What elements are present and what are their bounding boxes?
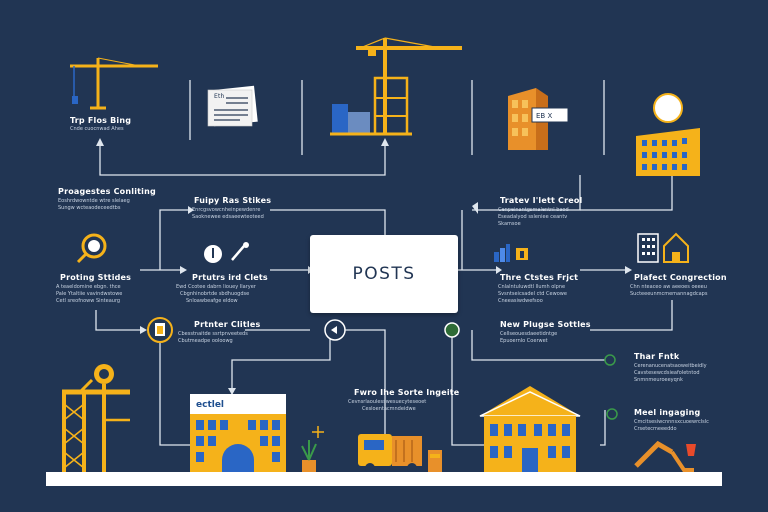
crane-top-left-icon bbox=[70, 57, 158, 110]
civic-building-icon bbox=[479, 386, 581, 474]
dump-truck-icon bbox=[358, 434, 442, 473]
magnifier-icon bbox=[76, 233, 107, 264]
node-title: Prtnter Clitles bbox=[194, 320, 261, 329]
orange-building-icon: EB X bbox=[508, 88, 569, 150]
plant-icon bbox=[301, 426, 324, 474]
node-title: Prtutrs ird Clets bbox=[192, 273, 268, 282]
node-description: A teaeldomine ebgn. thce bbox=[56, 284, 121, 290]
document-label: Eth bbox=[214, 93, 225, 100]
posts-center-box[interactable]: POSTS bbox=[310, 235, 458, 313]
node-description: Cellseouesdaeetidntge bbox=[500, 331, 558, 337]
connector-node-icon bbox=[324, 319, 460, 341]
node-description: Cnlalntuluwdtl Ilumh olpne bbox=[498, 284, 566, 290]
node-description: Cbesstnaitde ssrtpnveeteds bbox=[178, 331, 248, 337]
node-description: Skamsoe bbox=[498, 221, 521, 227]
node-title: Fuipy Ras Stikes bbox=[194, 196, 272, 205]
school-sign-label: ectlel bbox=[196, 400, 225, 410]
node-description: Sucteeeunmcmemannagdcaps bbox=[630, 291, 708, 297]
node-description: Chn nteaceo aw aeeoes oeeeu bbox=[630, 284, 707, 290]
school-building-icon bbox=[190, 394, 286, 474]
node-title: Fwro Ihe Sorte Ingeite bbox=[354, 388, 460, 397]
clipboard-icon bbox=[147, 317, 173, 343]
node-description: Ewd Ccotee dabrn liouey Ilaryer bbox=[176, 284, 256, 290]
connector-lines bbox=[95, 80, 673, 460]
node-description: Epuoernlo Coerwet bbox=[500, 338, 548, 344]
crane-construction-icon bbox=[330, 37, 462, 136]
node-description: Snmnmeuroeeyqnk bbox=[634, 377, 683, 383]
node-title: Proagestes Conliting bbox=[58, 187, 156, 196]
node-description: Snloawbeafge eldow bbox=[186, 298, 238, 304]
node-description: Cerenanucenatsaoweitbeidly bbox=[634, 363, 707, 369]
node-description: Pale Ytaltiie vavindwstowe bbox=[56, 291, 123, 297]
node-title: Thre Ctstes Frjct bbox=[500, 273, 579, 282]
node-description: Svsntseicsadel ctd Cewowe bbox=[498, 291, 567, 297]
node-description: Cmcitsesiwcnnnsxcuoewrclslc bbox=[634, 419, 709, 425]
office-buildings-icon bbox=[637, 232, 689, 263]
node-description: Cnde cuocnwad Ahes bbox=[70, 126, 124, 132]
ground-strip bbox=[46, 472, 722, 486]
node-title: Plafect Congrection bbox=[634, 273, 727, 282]
arrow-heads bbox=[96, 138, 632, 395]
node-title: Trp Flos Bing bbox=[70, 116, 132, 125]
node-description: Cneeasiwdwefsoo bbox=[498, 298, 543, 304]
excavator-icon bbox=[634, 440, 696, 472]
node-description: Enrcgsvowcnheinpewdenre bbox=[192, 207, 261, 213]
node-title: Tratev I'lett Creol bbox=[500, 196, 583, 205]
node-description: Crsetecmeeeddo bbox=[634, 426, 677, 432]
node-description: Eseadalyod ssleniee ceantv bbox=[498, 214, 568, 220]
compass-building-icon bbox=[636, 93, 700, 176]
node-description: Cbgnhinobrtde sbdhuogdse bbox=[180, 291, 250, 297]
node-description: Sungw wcteaodeceedtbs bbox=[58, 205, 121, 211]
node-description: Cetl sreofnoww Sinteaurg bbox=[56, 298, 121, 304]
status-dot-icons bbox=[604, 354, 618, 420]
node-description: Cbutmeadpe ooloowg bbox=[178, 338, 233, 344]
pumpjack-icon bbox=[62, 364, 130, 472]
document-icon bbox=[207, 85, 258, 127]
chart-icon bbox=[494, 244, 528, 262]
node-title: Meel ingaging bbox=[634, 408, 701, 417]
node-description: Cavstesewcdsieafoletntod bbox=[634, 370, 700, 376]
posts-label: POSTS bbox=[352, 264, 416, 284]
node-description: Cevnsrlaoulesswesuecyteseoet bbox=[348, 399, 427, 405]
tag-label: EB X bbox=[536, 112, 552, 120]
tools-icon bbox=[204, 242, 249, 263]
node-description: Cesloentacmndeidwe bbox=[362, 406, 416, 412]
node-description: Cenpeinantgsmalentnl baod bbox=[498, 207, 569, 213]
node-description: Eoshrdwowntde wtre slelaeg bbox=[58, 198, 130, 204]
node-description: Saoknewee edsaeewteoteed bbox=[192, 214, 264, 220]
node-title: New Plugse Sottles bbox=[500, 320, 591, 329]
node-title: Thar Fntk bbox=[634, 352, 680, 361]
node-title: Proting Sttides bbox=[60, 273, 132, 282]
